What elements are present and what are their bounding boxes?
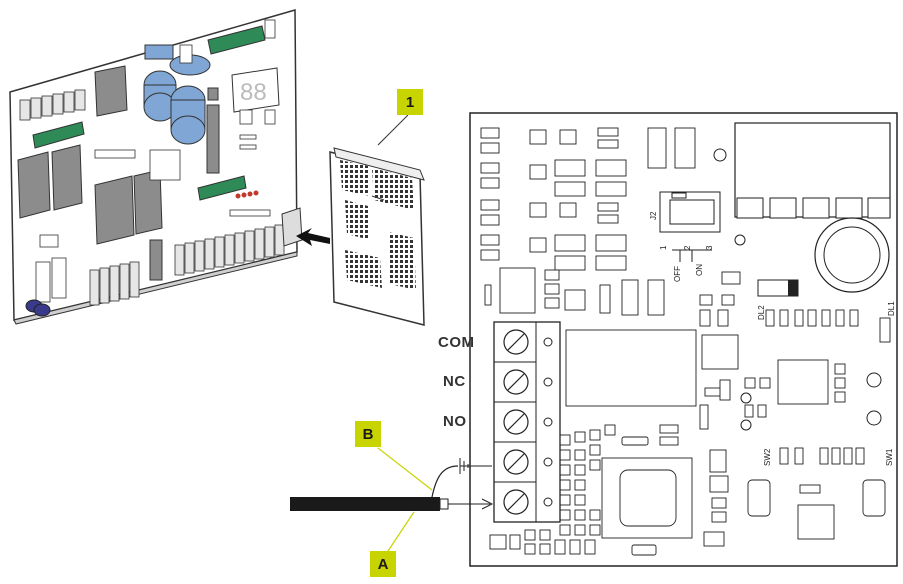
plug-in-module [329,147,425,326]
terminal-block [493,321,561,523]
led-dl2 [757,279,799,297]
callout-1: 1 [397,89,423,115]
callout-b: B [355,421,381,447]
label-sw1: SW1 [885,448,894,466]
label-on: ON [695,264,704,276]
terminal-label-com: COM [438,334,475,351]
seven-segment-display: 88 [231,67,280,113]
terminal-label-no: NO [443,413,467,430]
callout-a: A [370,551,396,577]
callout-1-leader [377,114,409,146]
label-dl1: DL1 [887,301,896,316]
small-components [39,19,276,248]
shield-ground-wire [431,458,492,498]
terminal-blocks [19,89,285,306]
label-sw2: SW2 [763,448,772,466]
callout-b-leader [377,447,433,491]
svg-text:88: 88 [240,79,267,106]
silkscreen-markings: J2 1 2 3 OFF ON DL2 DL1 SW2 SW1 [649,211,896,466]
label-pin-1: 1 [659,245,668,250]
board-expansion-slot [281,207,303,247]
label-off: OFF [673,266,682,282]
red-components [235,190,259,199]
label-dl2: DL2 [757,305,766,320]
dip-switch-j2 [659,191,721,262]
antenna-cable [290,497,494,511]
label-pin-3: 3 [705,245,714,250]
green-connectors [32,25,266,201]
label-pin-2: 2 [683,245,692,250]
detail-module-board [469,112,898,567]
relays [17,65,220,281]
blue-fuse [25,299,51,317]
callout-a-leader [385,511,415,555]
insertion-arrow [296,228,330,246]
terminal-label-nc: NC [443,373,466,390]
main-control-board: 88 [9,9,303,325]
left-column-parts [480,127,891,556]
label-j2: J2 [649,211,658,220]
